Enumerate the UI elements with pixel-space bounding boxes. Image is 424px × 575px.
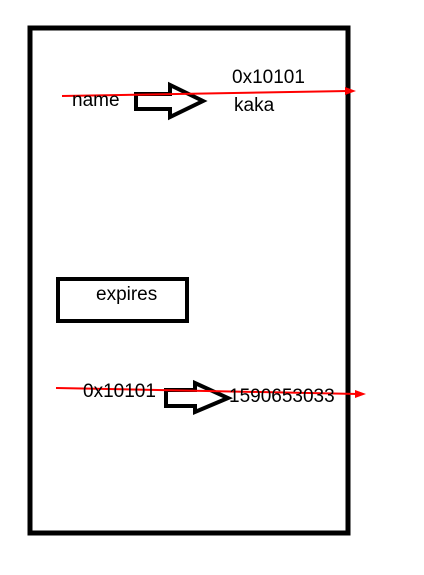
name-label: name xyxy=(72,90,120,111)
address-label-top: 0x10101 xyxy=(232,67,305,88)
expires-box xyxy=(56,277,189,323)
arrow-top-icon xyxy=(134,81,208,121)
red-line-top xyxy=(61,90,349,97)
expires-label: expires xyxy=(96,284,158,305)
outer-container xyxy=(27,25,351,536)
address-label-bottom: 0x10101 xyxy=(83,381,156,402)
value-label-top: kaka xyxy=(234,95,275,116)
arrow-bottom-icon xyxy=(164,379,233,416)
red-arrowhead-top-icon xyxy=(345,87,356,95)
red-line-bottom xyxy=(55,387,359,395)
red-arrowhead-bottom-icon xyxy=(355,390,366,398)
timestamp-label: 1590653033 xyxy=(229,386,335,407)
